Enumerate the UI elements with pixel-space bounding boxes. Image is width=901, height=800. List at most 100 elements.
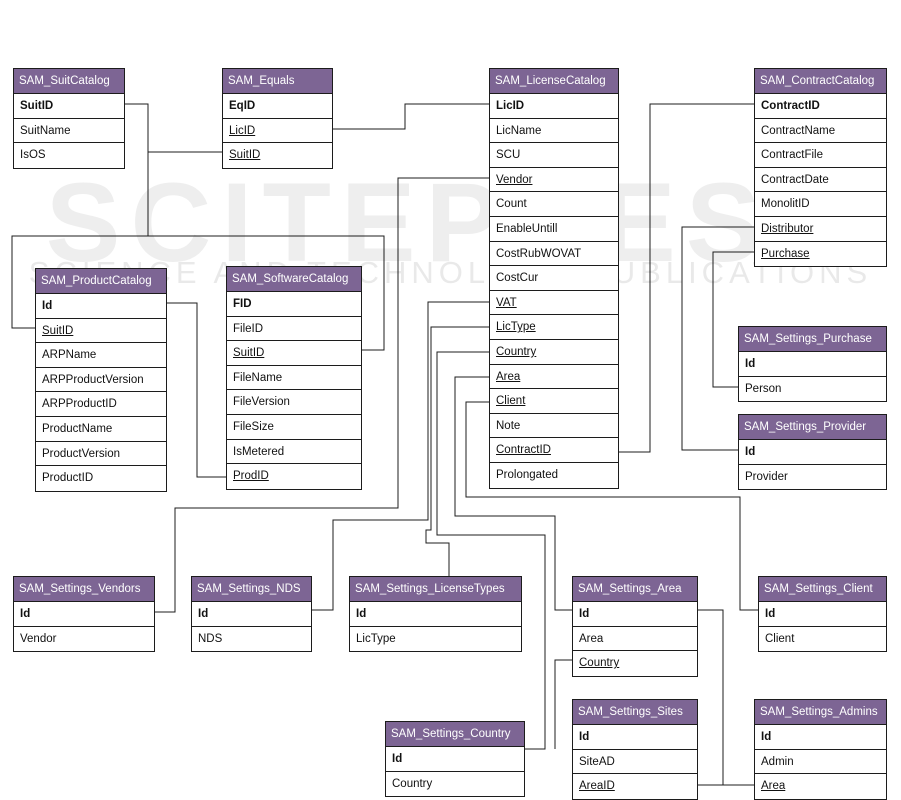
field-row: LicID (490, 94, 618, 119)
field-row: LicType (490, 315, 618, 340)
field-row: Note (490, 414, 618, 439)
field-row: ProductID (36, 466, 166, 491)
field-row: FileSize (227, 415, 361, 440)
field-name: ContractName (761, 124, 836, 137)
field-name: VAT (496, 296, 517, 309)
field-name: LicType (356, 632, 396, 645)
entity-title: SAM_ContractCatalog (755, 69, 886, 94)
link-contract-provider (681, 226, 754, 451)
field-name: Id (20, 608, 31, 620)
link-suit-equals (125, 103, 222, 153)
field-row: ContractName (755, 119, 886, 144)
field-row: Distributor (755, 217, 886, 242)
field-row: EnableUntill (490, 217, 618, 242)
entity-title: SAM_Settings_Area (573, 577, 697, 602)
field-name: LicID (496, 100, 525, 112)
field-row: FileVersion (227, 390, 361, 415)
field-row: SuitName (14, 119, 124, 144)
entity-title: SAM_SuitCatalog (14, 69, 124, 94)
field-row: LicName (490, 119, 618, 144)
field-name: Purchase (761, 247, 810, 260)
field-row: ARPProductVersion (36, 368, 166, 393)
field-row: CostCur (490, 266, 618, 291)
entity-title: SAM_ProductCatalog (36, 269, 166, 294)
entity-title: SAM_Settings_Sites (573, 700, 697, 725)
field-name: Client (765, 632, 795, 645)
link-license-lictypes (425, 326, 489, 576)
field-row: Purchase (755, 242, 886, 267)
field-name: CostRubWOVAT (496, 247, 582, 260)
field-row: Count (490, 192, 618, 217)
field-name: Client (496, 395, 526, 408)
field-name: ContractID (761, 100, 820, 112)
field-row: SuitID (227, 341, 361, 366)
field-row: SiteAD (573, 750, 697, 775)
field-row: Id (739, 352, 886, 377)
field-name: Country (579, 657, 620, 670)
field-name: FileVersion (233, 396, 290, 409)
field-row: NDS (192, 627, 311, 652)
field-row: Id (386, 747, 524, 772)
field-row: Vendor (14, 627, 154, 652)
field-name: ContractFile (761, 149, 823, 162)
field-name: ProductVersion (42, 447, 120, 460)
field-row: Id (192, 602, 311, 627)
field-name: SCU (496, 149, 521, 162)
field-name: SiteAD (579, 755, 615, 768)
field-row: ARPName (36, 343, 166, 368)
entity-contract-catalog[interactable]: SAM_ContractCatalog ContractID ContractNa… (754, 68, 887, 268)
field-name: SuitID (20, 100, 54, 112)
field-row: IsMetered (227, 440, 361, 465)
field-name: Id (745, 446, 756, 458)
field-row: VAT (490, 291, 618, 316)
field-row: SCU (490, 143, 618, 168)
link-license-vendors (155, 177, 489, 613)
field-name: FileID (233, 322, 264, 335)
entity-title: SAM_Settings_LicenseTypes (350, 577, 521, 602)
field-row: Id (739, 440, 886, 465)
field-row: ProductVersion (36, 442, 166, 467)
field-row: Country (490, 340, 618, 365)
field-row: Country (573, 651, 697, 676)
field-name: Id (42, 300, 53, 312)
field-name: ContractDate (761, 173, 829, 186)
field-name: SuitID (233, 347, 265, 360)
field-row: Provider (739, 465, 886, 490)
link-license-country (436, 351, 546, 750)
field-name: ARPName (42, 349, 97, 362)
field-name: FID (233, 298, 252, 310)
field-row: ContractID (490, 438, 618, 463)
field-name: Area (761, 780, 786, 793)
field-row: IsOS (14, 143, 124, 168)
field-name: LicName (496, 124, 542, 137)
field-name: Area (496, 370, 521, 383)
field-row: Area (573, 627, 697, 652)
entity-title: SAM_Settings_Vendors (14, 577, 154, 602)
field-name: ContractID (496, 444, 551, 457)
